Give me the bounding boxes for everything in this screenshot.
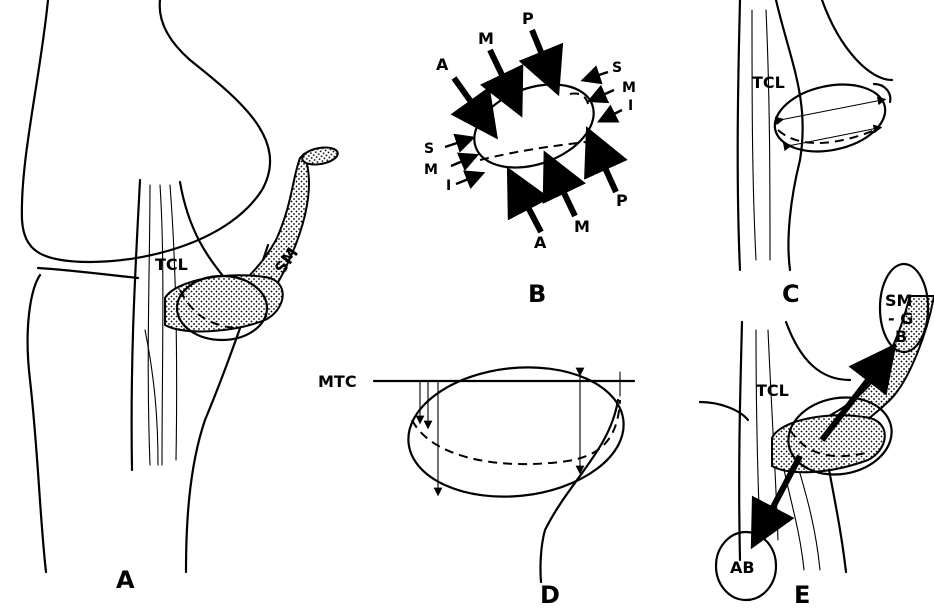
panel-b-arrow-a-top: A xyxy=(436,55,449,74)
panel-d-mtc-label: MTC xyxy=(318,372,357,391)
panel-e-tcl-label: TCL xyxy=(756,381,789,400)
panel-e: TCL SM - G B AB E xyxy=(700,264,934,608)
panel-c: TCL C xyxy=(738,0,892,308)
panel-b: A M P A M P S M I S M I B xyxy=(424,9,636,308)
panel-b-arrow-p-bottom: P xyxy=(616,191,628,210)
panel-c-label: C xyxy=(782,280,800,308)
panel-b-small-i-left: I xyxy=(446,178,451,194)
panel-b-small-m-right: M xyxy=(622,80,636,96)
panel-d-label: D xyxy=(540,581,560,608)
panel-e-ab-label: AB xyxy=(730,558,755,577)
panel-b-small-s-left: S xyxy=(424,141,434,157)
panel-e-label: E xyxy=(794,581,810,608)
panel-b-small-m-left: M xyxy=(424,162,438,178)
panel-a-tcl-label: TCL xyxy=(155,255,188,274)
panel-a: TCL SM A xyxy=(22,0,339,594)
panel-b-label: B xyxy=(528,280,546,308)
panel-e-smgb-line3: B xyxy=(895,327,907,346)
panel-b-small-s-right: S xyxy=(612,60,622,76)
panel-e-smgb-line2: - G xyxy=(888,309,913,328)
panel-d: MTC D xyxy=(318,357,634,608)
panel-e-smgb-line1: SM xyxy=(885,291,912,310)
panel-b-arrow-m-top: M xyxy=(478,29,494,48)
panel-c-tcl-label: TCL xyxy=(752,73,785,92)
panel-a-label: A xyxy=(116,566,135,594)
panel-b-arrow-m-bottom: M xyxy=(574,217,590,236)
panel-b-small-i-right: I xyxy=(628,98,633,114)
panel-b-arrow-p-top: P xyxy=(522,9,534,28)
panel-b-arrow-a-bottom: A xyxy=(534,233,547,252)
